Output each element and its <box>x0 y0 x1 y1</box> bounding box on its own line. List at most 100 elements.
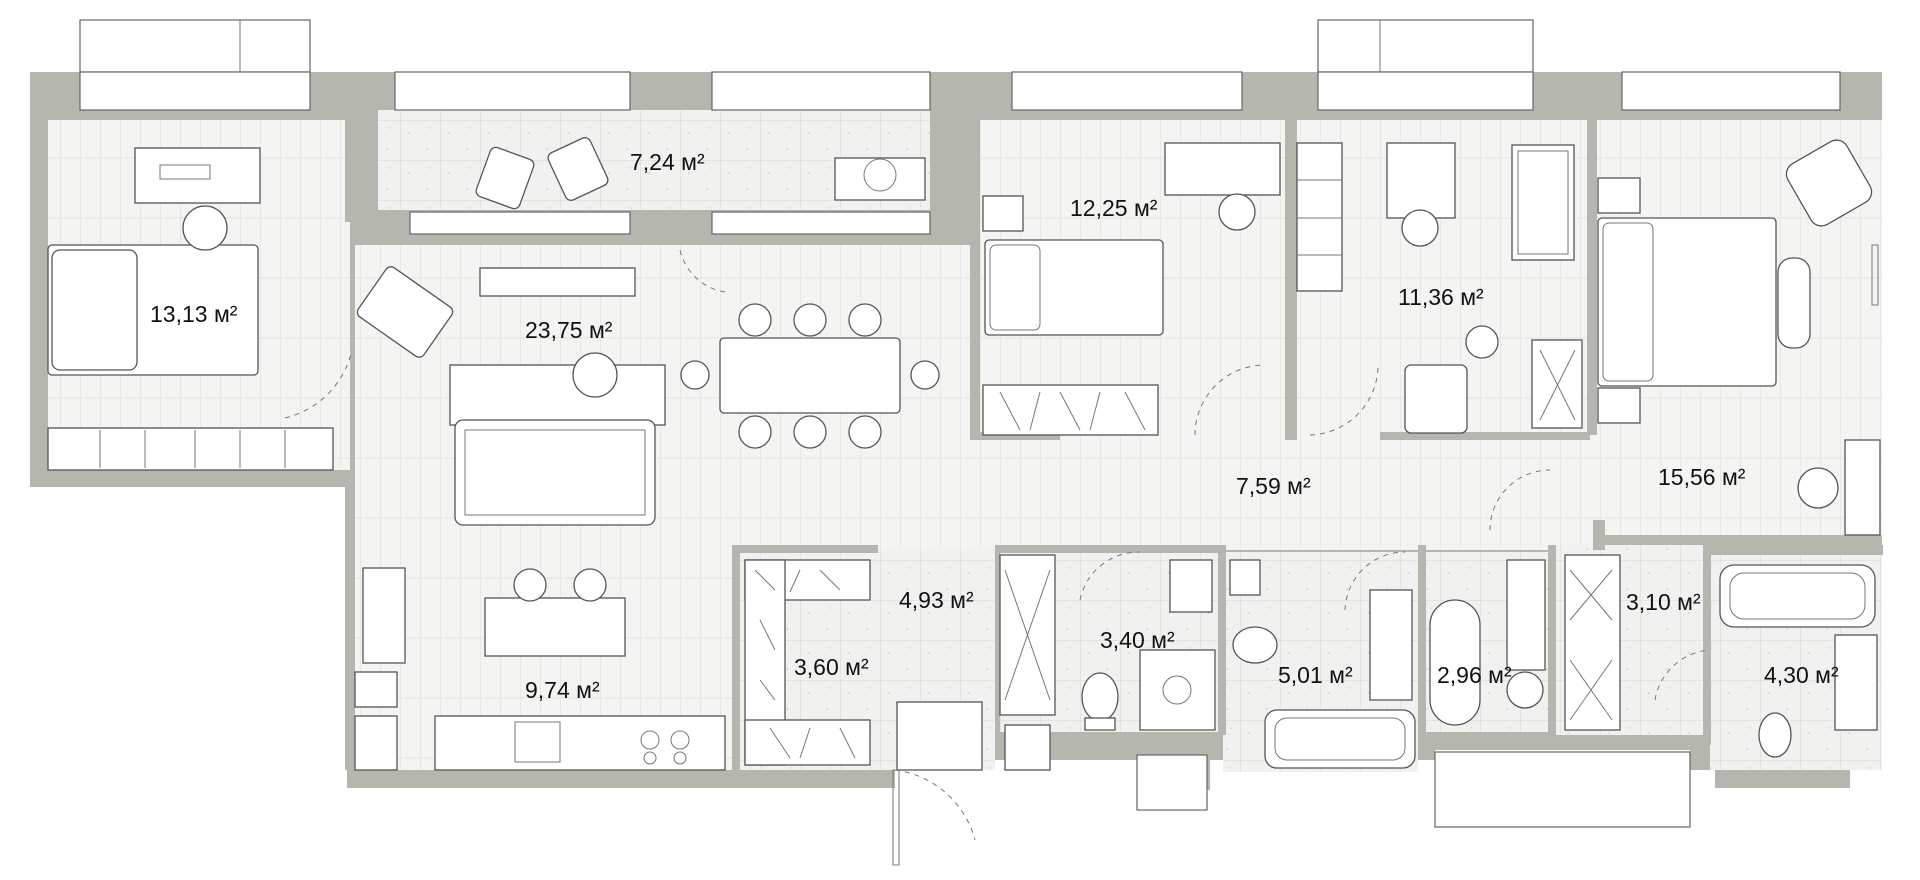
pouf <box>1465 325 1499 359</box>
desk <box>134 147 261 204</box>
wardrobe <box>1296 142 1343 292</box>
rug <box>449 364 666 426</box>
area-label-toilet: 3,40 м² <box>1100 627 1175 653</box>
desk <box>1164 142 1281 196</box>
wall-seg <box>732 545 740 770</box>
window <box>711 211 931 235</box>
dresser <box>1844 439 1881 536</box>
area-label-bedroom-right-center: 11,36 м² <box>1398 284 1484 310</box>
nightstand <box>982 195 1024 232</box>
toilet <box>1232 626 1278 664</box>
wall-seg <box>732 545 878 553</box>
armchair <box>475 146 535 210</box>
wall-seg <box>1218 545 1226 735</box>
tv-console <box>479 267 636 297</box>
wall-seg <box>1593 520 1605 550</box>
sink <box>1169 559 1213 613</box>
area-label-wardrobe: 3,60 м² <box>794 654 869 680</box>
area-label-bathroom: 5,01 м² <box>1278 662 1353 688</box>
wall-seg <box>1548 545 1556 735</box>
armchair <box>1785 139 1873 227</box>
window <box>1621 71 1841 111</box>
area-label-living: 23,75 м² <box>525 317 613 343</box>
area-label-laundry: 2,96 м² <box>1437 662 1512 688</box>
bathtub <box>1264 709 1416 769</box>
planter <box>834 157 926 201</box>
dining-table <box>719 337 901 414</box>
area-label-kitchen: 9,74 м² <box>525 677 600 703</box>
window <box>1434 751 1691 828</box>
shelf <box>47 427 334 471</box>
area-label-master: 15,56 м² <box>1658 464 1746 490</box>
washer <box>1506 671 1544 709</box>
area-label-master-bath: 4,30 м² <box>1764 662 1839 688</box>
sink <box>1229 559 1261 596</box>
window <box>394 71 631 111</box>
wall-seg <box>1285 110 1297 440</box>
area-label-bedroom-left: 13,13 м² <box>150 301 238 327</box>
area-labels: 13,13 м² 7,24 м² 23,75 м² 12,25 м² 11,36… <box>150 149 1839 703</box>
bed <box>984 239 1164 336</box>
wall-seg <box>995 545 1225 553</box>
pillow <box>51 249 138 371</box>
shower <box>1139 649 1216 731</box>
area-label-entry: 4,93 м² <box>899 587 974 613</box>
shelf <box>1506 559 1546 671</box>
wall-seg <box>1587 110 1597 435</box>
toilet <box>1758 712 1792 758</box>
window <box>79 71 311 111</box>
wall-seg <box>970 110 980 440</box>
coffee-table <box>572 352 618 398</box>
crib <box>1511 144 1575 261</box>
window <box>409 211 631 235</box>
chair <box>1401 209 1439 247</box>
sofa <box>454 419 656 526</box>
floor-hallway <box>970 435 1595 550</box>
nightstand <box>1597 387 1641 424</box>
bench <box>1777 257 1811 349</box>
chair <box>1797 467 1839 509</box>
window <box>79 19 311 73</box>
kitchen-counter <box>434 715 726 771</box>
mat <box>896 701 983 771</box>
windows <box>79 19 1841 828</box>
kitchen-table <box>484 597 626 657</box>
chair <box>1218 193 1256 231</box>
wall-seg <box>1418 545 1426 735</box>
window <box>1317 71 1534 111</box>
fridge <box>354 715 398 771</box>
nightstand <box>1597 177 1641 214</box>
furniture <box>47 137 1881 866</box>
desk <box>1386 142 1456 219</box>
window <box>1136 754 1208 811</box>
armchair <box>356 266 454 358</box>
window <box>711 71 931 111</box>
window <box>1317 19 1534 73</box>
wall-seg <box>1703 545 1883 555</box>
bed <box>1597 217 1777 387</box>
cabinet <box>354 671 398 708</box>
area-label-closet: 3,10 м² <box>1626 589 1701 615</box>
closet-rack <box>1564 554 1621 731</box>
armchair <box>1404 364 1468 434</box>
wall-seg <box>1703 545 1711 745</box>
floor-corridor <box>875 435 970 550</box>
wall-seg <box>980 432 1060 440</box>
wardrobe <box>982 384 1159 436</box>
bathtub <box>1719 564 1876 628</box>
wall-seg <box>345 72 378 222</box>
area-label-hallway: 7,59 м² <box>1236 473 1311 499</box>
counter <box>362 567 406 664</box>
toilet <box>1081 672 1119 722</box>
area-label-balcony: 7,24 м² <box>630 149 705 175</box>
bench <box>1004 724 1051 771</box>
window <box>1011 71 1243 111</box>
area-label-bedroom-center: 12,25 м² <box>1070 195 1158 221</box>
cabinet <box>1369 589 1413 701</box>
wall-seg <box>1380 432 1590 440</box>
wardrobe-rack <box>744 719 871 766</box>
ironing-board <box>1429 599 1481 726</box>
armchair <box>547 137 609 201</box>
chair <box>182 205 228 251</box>
